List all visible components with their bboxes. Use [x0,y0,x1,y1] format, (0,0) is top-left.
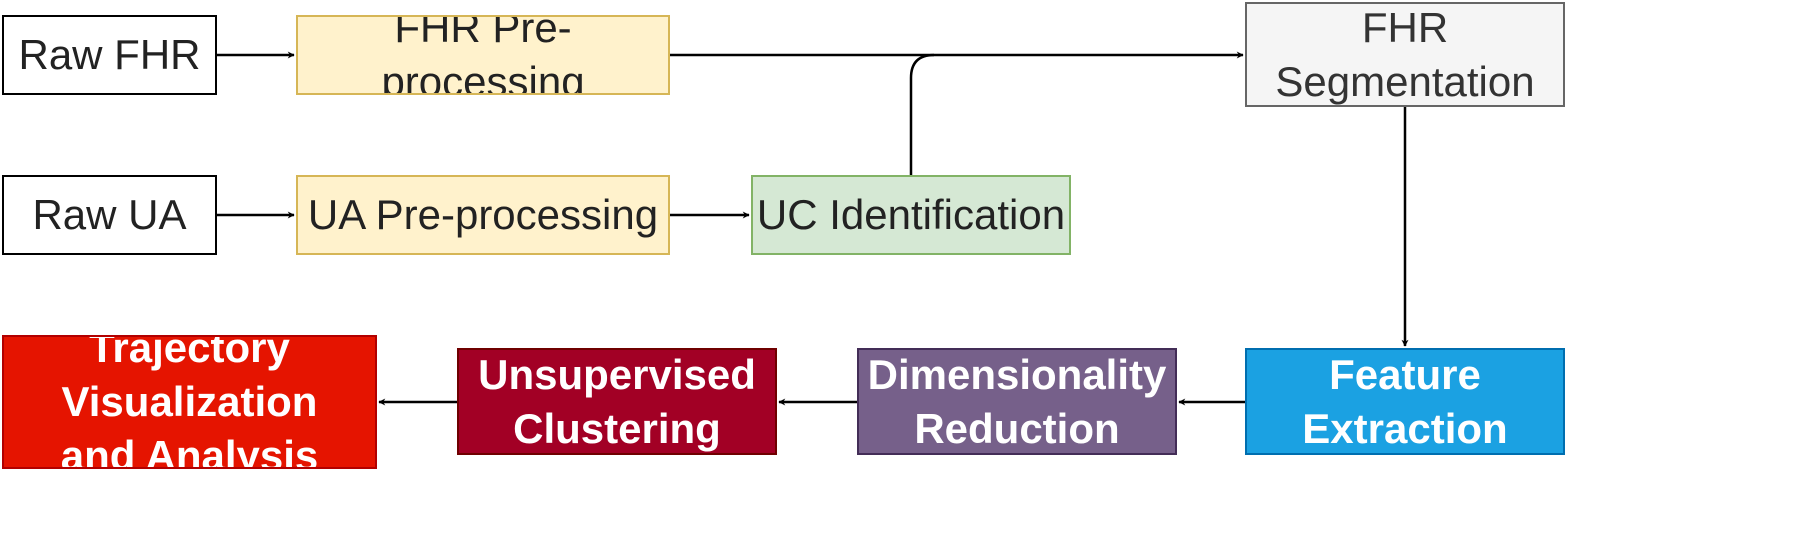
edge-uc-id-to-fhr-seg [909,53,935,175]
uc-identification-node: UC Identification [751,175,1071,255]
unsupervised-clustering-node: Unsupervised Clustering [457,348,777,455]
ua-preprocessing-node: UA Pre-processing [296,175,670,255]
raw-fhr-node: Raw FHR [2,15,217,95]
raw-ua-node: Raw UA [2,175,217,255]
fhr-segmentation-node: FHR Segmentation [1245,2,1565,107]
trajectory-visualization-node: Trajectory Visualization and Analysis [2,335,377,469]
feature-extraction-node: Feature Extraction [1245,348,1565,455]
dimensionality-reduction-node: Dimensionality Reduction [857,348,1177,455]
fhr-preprocessing-node: FHR Pre-processing [296,15,670,95]
